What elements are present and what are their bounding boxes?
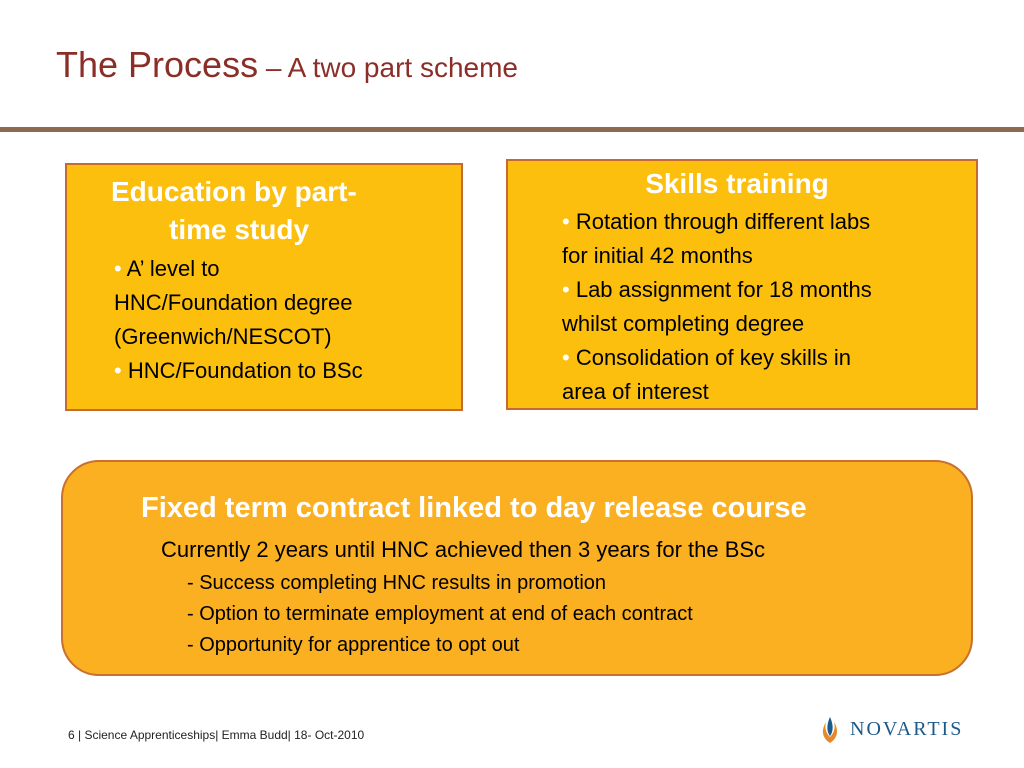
novartis-flame-icon bbox=[822, 717, 838, 743]
logo-wordmark: NOVARTIS bbox=[850, 717, 964, 740]
bullet-icon: • bbox=[114, 358, 122, 383]
list-item-text: HNC/Foundation degree bbox=[114, 290, 353, 315]
bullet-icon: • bbox=[114, 256, 122, 281]
list-item-text: for initial 42 months bbox=[562, 243, 753, 268]
list-item-text: Consolidation of key skills in bbox=[575, 345, 851, 370]
list-item: - Success completing HNC results in prom… bbox=[187, 572, 607, 594]
slide-title: The Process – A two part scheme bbox=[56, 44, 518, 86]
contract-subitems: - Success completing HNC results in prom… bbox=[187, 568, 693, 661]
bullet-icon: • bbox=[562, 277, 570, 302]
list-item: • HNC/Foundation to BSc bbox=[114, 354, 454, 388]
contract-description: Currently 2 years until HNC achieved the… bbox=[161, 537, 766, 562]
novartis-logo: NOVARTIS bbox=[818, 713, 963, 745]
skills-box: Skills training • Rotation through diffe… bbox=[506, 159, 978, 410]
header-divider bbox=[0, 127, 1024, 132]
title-main: The Process bbox=[56, 44, 259, 85]
list-item-text: HNC/Foundation to BSc bbox=[127, 358, 363, 383]
list-item: • Consolidation of key skills in area of… bbox=[562, 341, 974, 409]
list-item: • Rotation through different labs for in… bbox=[562, 205, 974, 273]
education-heading-line2: time study bbox=[169, 214, 310, 245]
list-item: • A’ level to HNC/Foundation degree (Gre… bbox=[114, 252, 454, 354]
list-item: • Lab assignment for 18 months whilst co… bbox=[562, 273, 974, 341]
list-item-text: Rotation through different labs bbox=[575, 209, 871, 234]
education-heading-line1: Education by part- bbox=[111, 176, 357, 207]
list-item-text: (Greenwich/NESCOT) bbox=[114, 324, 332, 349]
list-item-text: area of interest bbox=[562, 379, 709, 404]
list-item-text: Lab assignment for 18 months bbox=[575, 277, 872, 302]
contract-box: Fixed term contract linked to day releas… bbox=[61, 460, 973, 676]
skills-heading: Skills training bbox=[645, 168, 829, 199]
bullet-icon: • bbox=[562, 209, 570, 234]
slide-footer: 6 | Science Apprenticeships| Emma Budd| … bbox=[68, 728, 365, 742]
contract-heading: Fixed term contract linked to day releas… bbox=[141, 492, 807, 524]
education-list: • A’ level to HNC/Foundation degree (Gre… bbox=[114, 252, 454, 388]
list-item-text: whilst completing degree bbox=[562, 311, 805, 336]
title-subtitle: – A two part scheme bbox=[258, 52, 518, 83]
list-item: - Option to terminate employment at end … bbox=[187, 603, 693, 625]
bullet-icon: • bbox=[562, 345, 570, 370]
list-item: - Opportunity for apprentice to opt out bbox=[187, 634, 520, 656]
skills-list: • Rotation through different labs for in… bbox=[562, 205, 974, 409]
education-box: Education by part- time study • A’ level… bbox=[65, 163, 463, 411]
education-heading: Education by part- time study bbox=[111, 173, 441, 249]
list-item-text: A’ level to bbox=[126, 256, 220, 281]
